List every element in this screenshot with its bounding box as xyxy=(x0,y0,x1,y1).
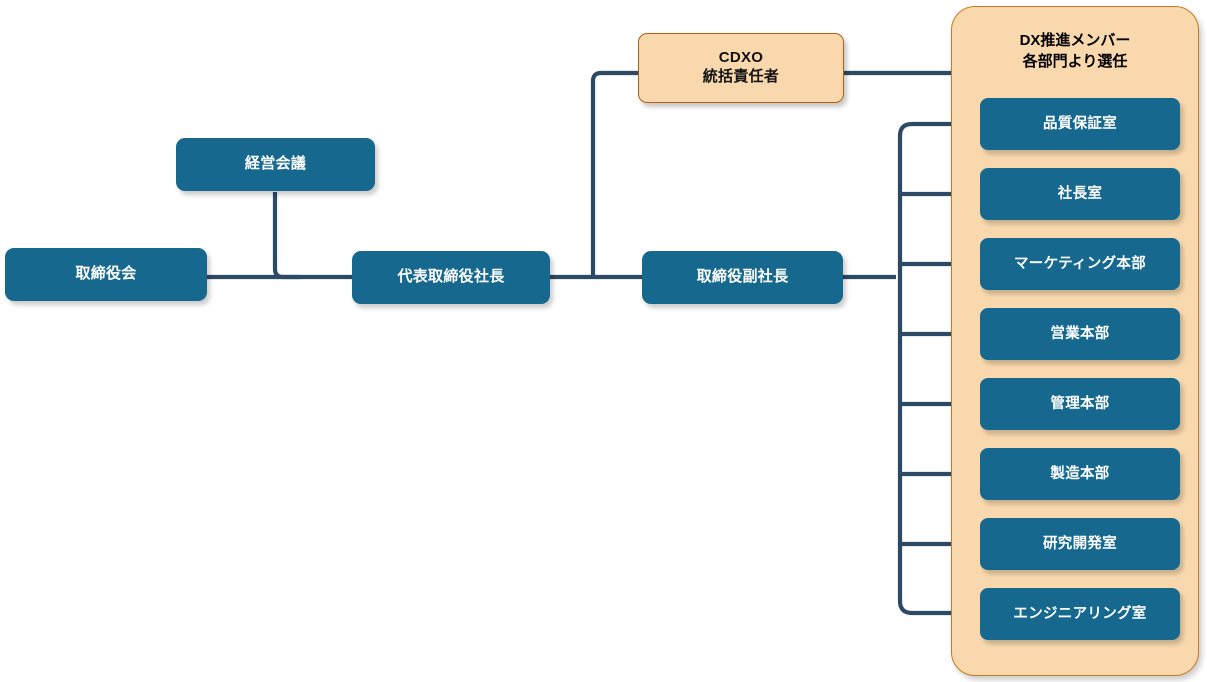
node-board-of-directors[interactable]: 取締役会 xyxy=(5,248,207,301)
node-department-sales[interactable]: 営業本部 xyxy=(980,308,1180,360)
node-department-label: 管理本部 xyxy=(1050,395,1110,412)
node-vice-president[interactable]: 取締役副社長 xyxy=(642,251,843,304)
node-president[interactable]: 代表取締役社長 xyxy=(352,251,550,304)
wire-mgmt-meeting-drop xyxy=(272,192,300,280)
node-department-research-development[interactable]: 研究開発室 xyxy=(980,518,1180,570)
node-management-meeting[interactable]: 経営会議 xyxy=(176,138,375,191)
node-department-label: エンジニアリング室 xyxy=(1013,605,1147,622)
node-department-presidents-office[interactable]: 社長室 xyxy=(980,168,1180,220)
node-department-administration[interactable]: 管理本部 xyxy=(980,378,1180,430)
node-department-label: 製造本部 xyxy=(1050,465,1110,482)
node-management-meeting-label: 経営会議 xyxy=(244,155,307,173)
node-department-label: 社長室 xyxy=(1057,185,1103,202)
node-board-of-directors-label: 取締役会 xyxy=(75,265,137,283)
node-department-label: 研究開発室 xyxy=(1043,535,1117,552)
node-cdxo-label: CDXO 統括責任者 xyxy=(702,49,780,85)
node-cdxo[interactable]: CDXO 統括責任者 xyxy=(638,33,844,103)
node-department-manufacturing[interactable]: 製造本部 xyxy=(980,448,1180,500)
node-department-quality-assurance[interactable]: 品質保証室 xyxy=(980,98,1180,150)
node-department-label: マーケティング本部 xyxy=(1013,255,1147,272)
node-department-marketing[interactable]: マーケティング本部 xyxy=(980,238,1180,290)
node-department-label: 品質保証室 xyxy=(1043,115,1117,132)
node-vice-president-label: 取締役副社長 xyxy=(696,268,789,286)
wire-spine-to-cdxo xyxy=(590,70,638,277)
dx-promotion-panel-title: DX推進メンバー 各部門より選任 xyxy=(1019,32,1131,71)
node-department-label: 営業本部 xyxy=(1050,325,1110,342)
node-president-label: 代表取締役社長 xyxy=(397,268,505,286)
node-department-engineering[interactable]: エンジニアリング室 xyxy=(980,588,1180,640)
